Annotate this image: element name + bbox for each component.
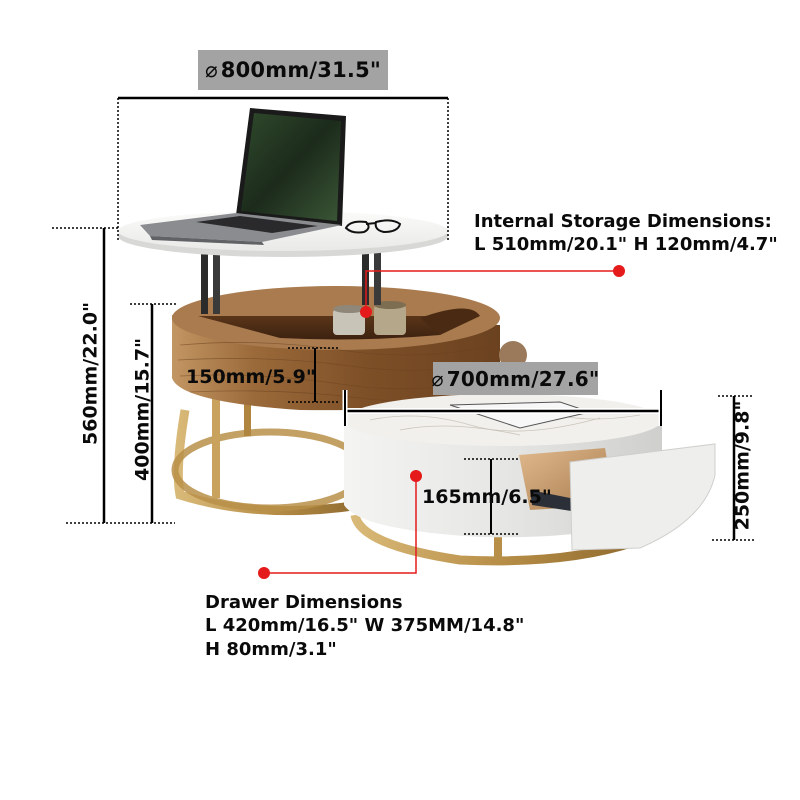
large-drum-height-label: 150mm/5.9" <box>186 366 316 388</box>
diameter-symbol-icon: ⌀ <box>431 366 444 391</box>
small-top-diameter-value: 700mm/27.6" <box>446 366 600 391</box>
storage-callout-end-dot <box>613 265 625 277</box>
storage-callout-dot <box>360 306 372 318</box>
small-top-diameter-label: ⌀ 700mm/27.6" <box>431 362 600 395</box>
drawer-callout-end-dot <box>258 567 270 579</box>
lifted-height-label: 560mm/22.0" <box>79 302 102 445</box>
small-table-base <box>350 513 642 566</box>
drawer-callout: Drawer Dimensions L 420mm/16.5" W 375MM/… <box>205 591 524 661</box>
drawer-dimensions-lw: L 420mm/16.5" W 375MM/14.8" <box>205 615 525 637</box>
drawer-callout-dot <box>410 470 422 482</box>
dimension-lines <box>52 96 756 541</box>
callout-pointers <box>258 265 625 579</box>
storage-jars <box>333 301 406 335</box>
small-table-height-label: 250mm/9.8" <box>731 400 754 531</box>
large-table-height-label: 400mm/15.7" <box>131 338 154 481</box>
diameter-symbol-icon: ⌀ <box>204 57 218 82</box>
internal-storage-dimensions: L 510mm/20.1" H 120mm/4.7" <box>474 234 778 256</box>
internal-storage-title: Internal Storage Dimensions: <box>474 211 772 232</box>
internal-storage-callout: Internal Storage Dimensions: L 510mm/20.… <box>474 210 778 257</box>
small-drum-height-label: 165mm/6.5" <box>422 486 552 508</box>
drawer-dimensions-h: H 80mm/3.1" <box>205 638 337 660</box>
large-table-base <box>171 398 369 516</box>
laptop <box>140 108 346 245</box>
large-top-diameter-value: 800mm/31.5" <box>220 57 382 82</box>
open-drawer <box>519 443 716 551</box>
drawer-title: Drawer Dimensions <box>205 592 403 613</box>
large-top-diameter-label: ⌀ 800mm/31.5" <box>198 50 388 90</box>
eyeglasses <box>344 219 402 234</box>
